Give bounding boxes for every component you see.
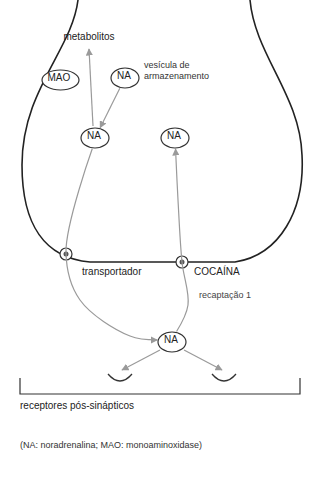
- transmitter-flow-arrow: [100, 88, 120, 127]
- transmitter-node: NA: [157, 331, 187, 353]
- edge-label: recaptação 1: [198, 290, 252, 301]
- node-heading: vesícula de armazenamento: [144, 60, 226, 82]
- transporter-label: transportador: [82, 266, 141, 278]
- transmitter-flow-arrow: [66, 149, 157, 340]
- presynaptic-membrane: [22, 0, 302, 262]
- ellipse-outline: [111, 68, 139, 88]
- transmitter-node: NAvesícula de armazenamento: [110, 67, 140, 89]
- transmitter-node: MAO: [41, 69, 80, 91]
- node-text: NA: [167, 130, 183, 142]
- figure-caption: (NA: noradrenalina; MAO: monoaminoxidase…: [20, 440, 202, 451]
- node-text: NA: [117, 70, 133, 82]
- receptor-label: receptores pós-sinápticos: [20, 400, 134, 412]
- transmitter-node: NA: [80, 127, 110, 149]
- postsynaptic-bracket: [20, 378, 300, 394]
- ellipse-outline: [158, 332, 186, 352]
- metabolism-arrow: [89, 49, 93, 126]
- drug-label: COCAÍNA: [194, 266, 240, 278]
- receptor-symbol: [212, 374, 236, 381]
- ellipse-outline: [42, 70, 79, 90]
- ellipse-outline: [81, 128, 109, 148]
- product-label: metabolitos: [63, 31, 114, 43]
- ellipse-outline: [161, 128, 189, 148]
- transmitter-flow-arrow: [176, 149, 189, 332]
- release-arrow: [122, 350, 160, 370]
- node-text: NA: [87, 130, 103, 142]
- receptor-symbol: [108, 374, 132, 381]
- node-text: MAO: [48, 72, 73, 84]
- node-text: NA: [164, 334, 180, 346]
- release-arrow: [184, 350, 222, 370]
- transmitter-node: NA: [160, 127, 190, 149]
